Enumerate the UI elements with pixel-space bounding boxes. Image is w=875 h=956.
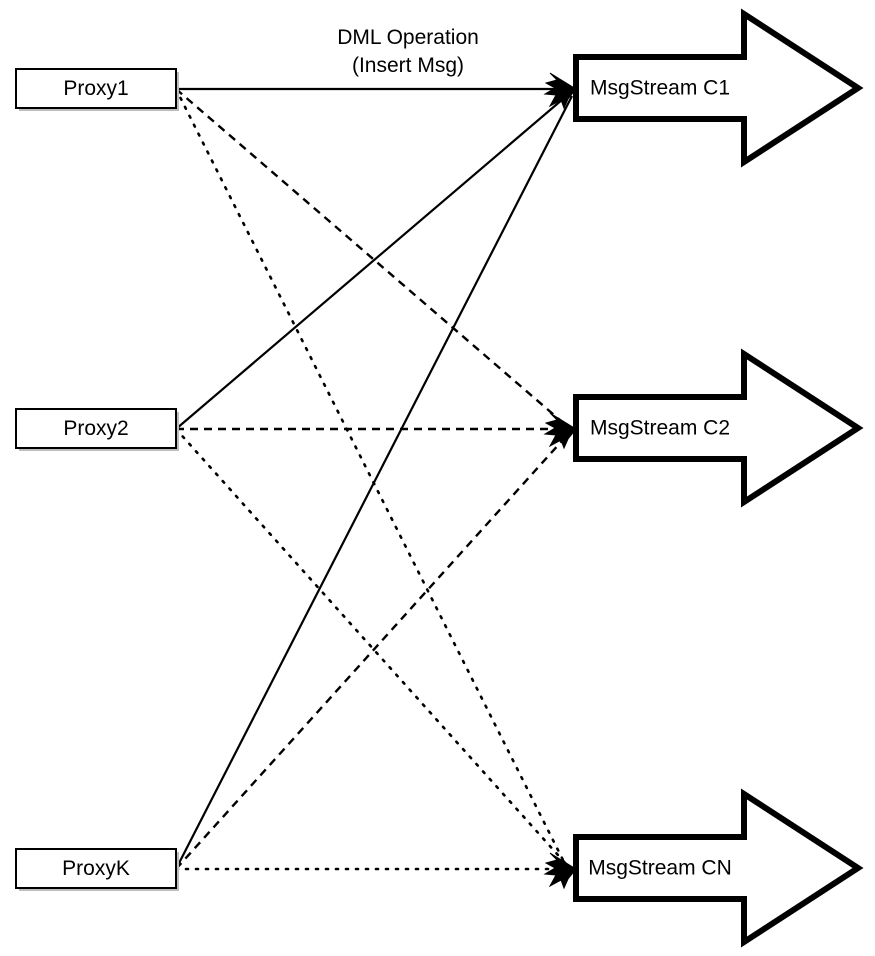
connections-group [174,87,573,871]
arrowheads-group [543,72,577,890]
proxy-node-proxy2[interactable]: Proxy2 [15,408,179,451]
connection-p2-cn [174,427,568,866]
dml-operation-label-line1: DML Operation [337,26,479,49]
stream-node-stream_c1[interactable]: MsgStream C1 [573,8,864,168]
arrowhead-head-c2 [543,412,577,450]
proxy-label: Proxy1 [63,77,128,100]
dml-operation-label-line2: (Insert Msg) [352,54,464,77]
stream-nodes-group: MsgStream C1 MsgStream C2 MsgStream CN [573,8,864,948]
proxy-label: ProxyK [62,857,130,880]
stream-label: MsgStream CN [588,857,732,880]
stream-arrow-shape[interactable] [573,788,864,948]
connection-p1-cn [174,87,568,868]
connection-pk-c2 [175,431,571,870]
proxy-box-rect[interactable] [15,68,177,109]
proxy-node-proxy1[interactable]: Proxy1 [15,68,179,111]
arrowhead-head-cn [543,852,577,890]
stream-label: MsgStream C2 [590,417,730,440]
stream-arrow-shape[interactable] [573,348,864,508]
stream-arrow-shape[interactable] [573,8,864,168]
proxy-node-proxyk[interactable]: ProxyK [15,848,179,891]
stream-node-stream_cn[interactable]: MsgStream CN [573,788,864,948]
stream-node-stream_c2[interactable]: MsgStream C2 [573,348,864,508]
dml-operation-label: DML Operation (Insert Msg) [337,26,479,77]
proxy-label: Proxy2 [63,417,128,440]
connection-pk-c1 [175,95,573,870]
proxy-box-rect[interactable] [15,848,177,889]
connection-p1-c2 [175,88,569,428]
stream-label: MsgStream C1 [590,77,730,100]
connection-p2-c1 [175,92,571,430]
proxy-box-rect[interactable] [15,408,177,449]
arrowhead-head-c1 [543,72,577,110]
